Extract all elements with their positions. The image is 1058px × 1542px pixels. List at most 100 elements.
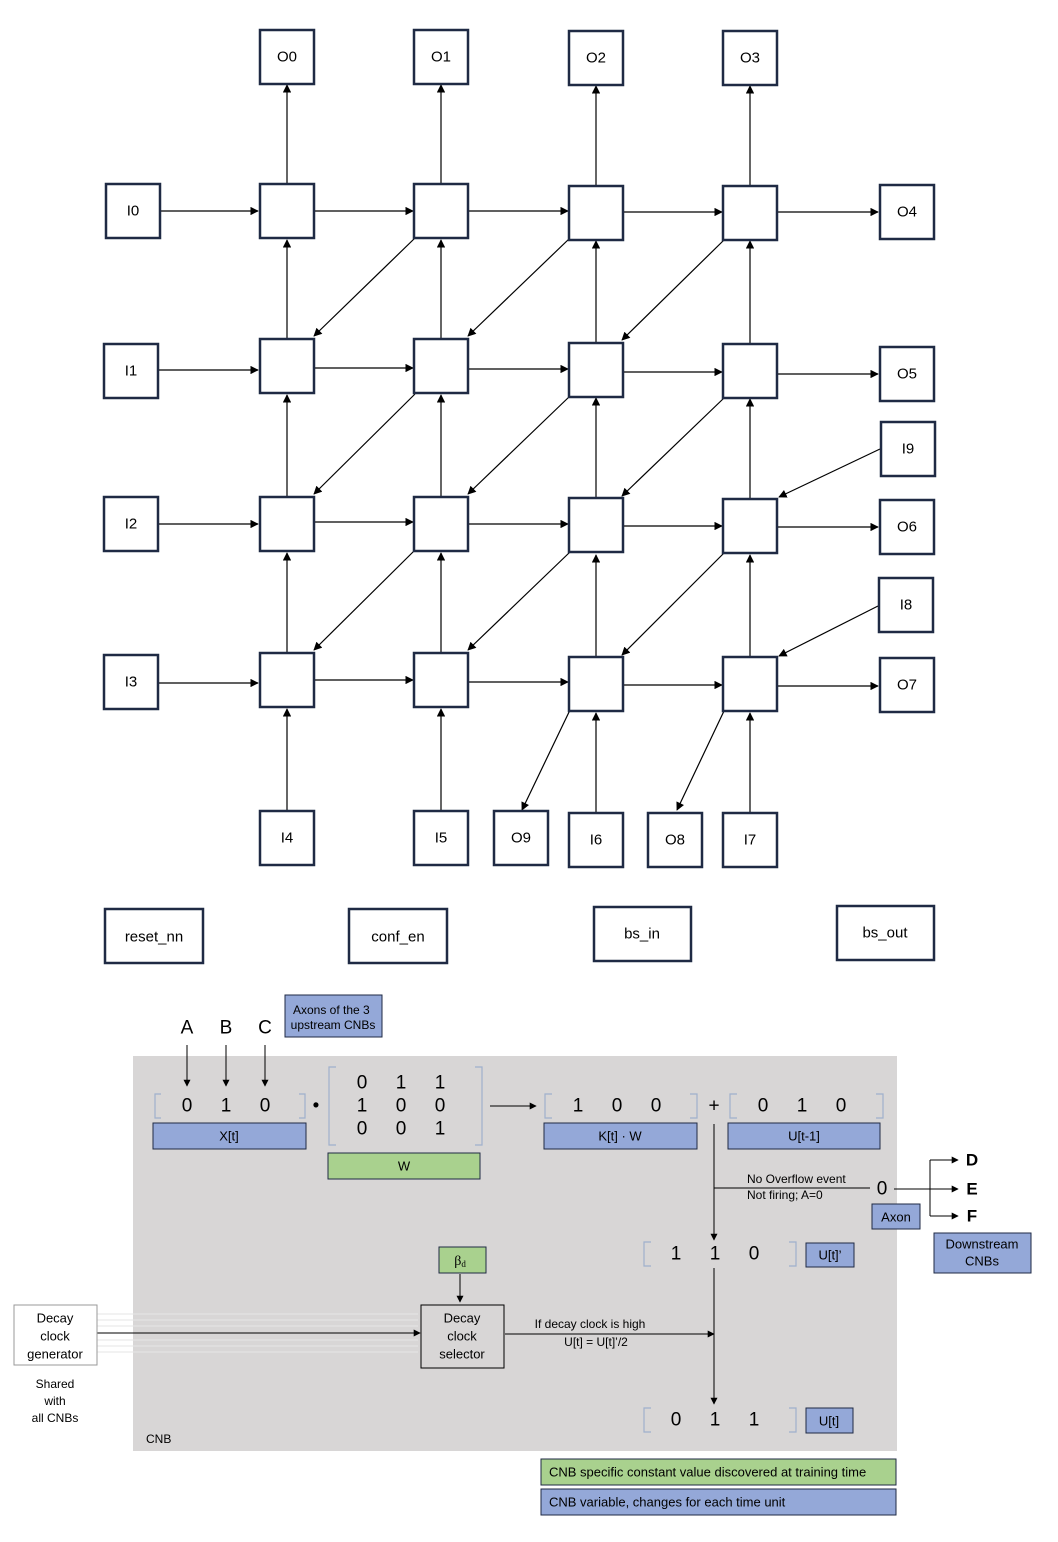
input-box-i1 (102, 342, 160, 400)
cnb-node-2-1 (412, 495, 470, 553)
u-prev-label: U[t-1] (788, 1129, 820, 1144)
input-box-i5 (412, 809, 470, 867)
cnb-node-1-1 (412, 337, 470, 395)
w-2-0: 0 (357, 1119, 368, 1140)
axon-value: 0 (877, 1179, 888, 1200)
label-o2: O2 (586, 50, 606, 67)
u-prime-label-box (805, 1242, 855, 1268)
cnb-node-0-2 (567, 184, 625, 242)
output-box-o8 (646, 811, 704, 869)
cnb-node-3-3 (721, 655, 779, 713)
u-prime-label: U[t]’ (818, 1248, 841, 1263)
label-i2: I2 (125, 516, 138, 533)
upstream-label-c: C (258, 1018, 272, 1039)
u-prev-vector-0: 0 (758, 1096, 769, 1117)
no-overflow-line1: No Overflow event (747, 1172, 846, 1186)
cnb-node-3-0 (258, 651, 316, 709)
label-o7: O7 (897, 677, 917, 694)
w-label: W (398, 1159, 411, 1174)
cnb-node-1-2 (567, 341, 625, 399)
cnb-block-label: CNB (146, 1432, 171, 1446)
shared-line2: with (43, 1394, 65, 1408)
shared-line1: Shared (36, 1377, 75, 1391)
input-box-i6 (567, 811, 625, 869)
label-o5: O5 (897, 366, 917, 383)
input-box-i4 (258, 809, 316, 867)
u-vector-1: 1 (710, 1410, 721, 1431)
plus-operator: + (708, 1096, 719, 1117)
output-box-o0 (258, 28, 316, 86)
w-1-0: 1 (357, 1096, 368, 1117)
downstream-label-box (933, 1232, 1032, 1274)
control-box-bs-in (592, 905, 693, 963)
w-1-1: 0 (396, 1096, 407, 1117)
grid-connections (158, 84, 881, 812)
cnb-node-2-3 (721, 497, 779, 555)
w-label-box (327, 1152, 481, 1180)
downstream-label-line1: Downstream (946, 1237, 1019, 1252)
cnb-node-3-2 (567, 655, 625, 713)
axon-label-box (871, 1203, 921, 1230)
cnb-node-1-3 (721, 342, 779, 400)
label-o9: O9 (511, 830, 531, 847)
kw-vector-1: 0 (612, 1096, 623, 1117)
u-prev-vector-2: 0 (836, 1096, 847, 1117)
downstream-label-f: F (967, 1207, 977, 1226)
decay-clock-generator-box (13, 1304, 98, 1366)
output-box-o5 (878, 345, 936, 403)
label-o8: O8 (665, 832, 685, 849)
legend-constant-text: CNB specific constant value discovered a… (549, 1465, 866, 1480)
label-conf-en: conf_en (371, 929, 424, 946)
label-i8: I8 (900, 597, 913, 614)
label-i0: I0 (127, 203, 140, 220)
clock-lines (97, 1313, 418, 1353)
axons-note-box (284, 994, 383, 1038)
downstream-label-line2: CNBs (965, 1254, 999, 1269)
label-i5: I5 (435, 830, 448, 847)
x-label: X[t] (219, 1129, 239, 1144)
label-o4: O4 (897, 204, 917, 221)
axons-note-text: Axons of the 3 upstream CNBs (291, 1003, 376, 1032)
label-i1: I1 (125, 363, 138, 380)
input-box-i8 (877, 576, 935, 634)
u-prime-vector-0: 1 (671, 1244, 682, 1265)
upstream-label-a: A (181, 1018, 194, 1039)
input-box-i9 (879, 420, 937, 478)
label-i3: I3 (125, 674, 138, 691)
x-vector-1: 1 (221, 1096, 232, 1117)
cnb-grid-nodes (258, 182, 779, 713)
u-prime-vector-2: 0 (749, 1244, 760, 1265)
cnb-panel (133, 1056, 897, 1451)
cnb-node-1-0 (258, 337, 316, 395)
label-o1: O1 (431, 49, 451, 66)
w-2-1: 0 (396, 1119, 407, 1140)
u-vector-2: 1 (749, 1410, 760, 1431)
x-vector-0: 0 (182, 1096, 193, 1117)
x-vector-2: 0 (260, 1096, 271, 1117)
decay-selector-line3: selector (439, 1347, 485, 1362)
legend-constant-box (540, 1458, 897, 1486)
output-box-o6 (878, 498, 936, 556)
label-o6: O6 (897, 519, 917, 536)
decay-generator-line3: generator (27, 1347, 83, 1362)
cnb-node-0-3 (721, 184, 779, 242)
vector-brackets (154, 1066, 884, 1433)
axon-label: Axon (881, 1210, 911, 1225)
output-box-o3 (721, 29, 779, 87)
legend-variable-text: CNB variable, changes for each time unit (549, 1495, 786, 1510)
decay-rule-line2: U[t] = U[t]’/2 (564, 1335, 628, 1349)
output-box-o7 (878, 656, 936, 714)
w-2-2: 1 (435, 1119, 446, 1140)
control-box-bs-out (835, 904, 936, 962)
output-box-o9 (492, 809, 550, 867)
w-0-1: 1 (396, 1073, 407, 1094)
downstream-label-d: D (966, 1151, 978, 1170)
decay-generator-line1: Decay (37, 1311, 74, 1326)
u-label: U[t] (819, 1414, 839, 1429)
u-prev-vector-1: 1 (797, 1096, 808, 1117)
label-reset-nn: reset_nn (125, 929, 183, 946)
cnb-node-2-0 (258, 495, 316, 553)
label-i9: I9 (902, 441, 915, 458)
beta-label: βd (454, 1254, 466, 1270)
